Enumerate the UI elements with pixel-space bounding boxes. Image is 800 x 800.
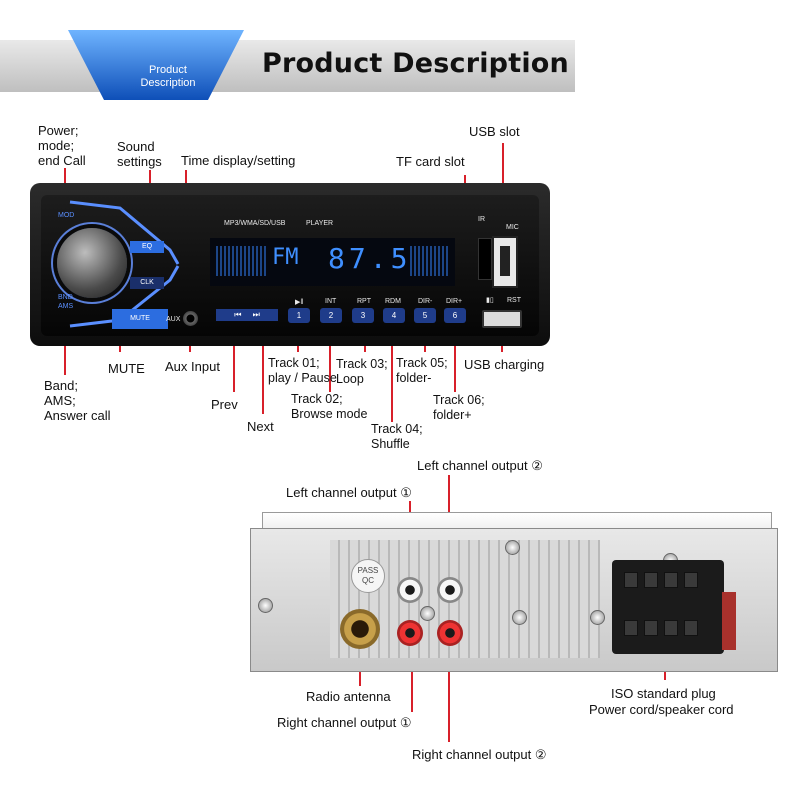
- label-right-channel-2: Right channel output ②: [412, 747, 547, 762]
- label-tf-card: TF card slot: [396, 154, 465, 169]
- usb-slot[interactable]: [492, 236, 518, 288]
- prev-next-button[interactable]: ⏮ ⏭: [216, 309, 278, 321]
- rca-left-2[interactable]: [437, 577, 463, 603]
- btn2-label: INT: [325, 298, 337, 305]
- header-tab-label: Product Description: [140, 64, 196, 89]
- player-text: PLAYER: [306, 220, 334, 227]
- label-track04: Track 04; Shuffle: [371, 422, 423, 451]
- aux-input-jack[interactable]: [183, 311, 198, 326]
- iso-pin: [624, 572, 638, 588]
- btn4-label: RDM: [385, 298, 401, 305]
- iso-pin: [624, 620, 638, 636]
- label-sound: Sound settings: [117, 139, 162, 169]
- iso-pin: [644, 620, 658, 636]
- label-time: Time display/setting: [181, 153, 296, 168]
- mod-button-label[interactable]: MOD: [58, 212, 75, 219]
- rca-right-1[interactable]: [397, 620, 423, 646]
- label-track05: Track 05; folder-: [396, 356, 448, 385]
- label-power: Power; mode; end Call: [38, 123, 86, 168]
- label-track03: Track 03; Loop: [336, 357, 388, 386]
- display-eq-bars-right: [410, 246, 450, 276]
- screw-center: [420, 606, 435, 621]
- label-track01: Track 01; play / Pause: [268, 356, 337, 385]
- format-text: MP3/WMA/SD/USB: [224, 220, 286, 227]
- display-eq-bars-left: [216, 246, 266, 276]
- label-iso-plug: ISO standard plug: [611, 686, 716, 701]
- btn3-label: RPT: [357, 298, 371, 305]
- label-radio-antenna: Radio antenna: [306, 689, 391, 704]
- screw-top: [505, 540, 520, 555]
- btn1-label: ▶‖: [295, 299, 304, 306]
- aux-label: AUX: [166, 316, 181, 323]
- display-frequency: 87.5: [328, 242, 412, 275]
- ams-button-label[interactable]: AMS: [58, 303, 74, 310]
- label-usb-charging: USB charging: [464, 357, 545, 372]
- usb-slot-port: [500, 246, 510, 276]
- label-next: Next: [247, 419, 274, 434]
- mic-label: MIC: [506, 224, 519, 231]
- label-left-channel-2: Left channel output ②: [417, 458, 543, 473]
- preset-button-1[interactable]: 1: [288, 308, 310, 323]
- ir-label: IR: [478, 216, 485, 223]
- iso-fuse: [722, 592, 736, 650]
- label-band: Band; AMS; Answer call: [44, 378, 111, 423]
- usb-charging-port[interactable]: [482, 310, 522, 328]
- display-band: FM: [272, 245, 299, 270]
- volume-knob[interactable]: [57, 228, 127, 298]
- btn5-label: DIR-: [418, 298, 433, 305]
- band-button-label[interactable]: BND: [58, 294, 73, 301]
- label-mute: MUTE: [108, 361, 145, 376]
- label-aux: Aux Input: [165, 359, 220, 374]
- iso-pin: [684, 620, 698, 636]
- page-title: Product Description: [262, 48, 569, 79]
- iso-pin: [684, 572, 698, 588]
- pass-qc-sticker: PASS QC: [351, 559, 385, 593]
- screw-mid: [512, 610, 527, 625]
- label-prev: Prev: [211, 397, 238, 412]
- iso-connector[interactable]: [612, 560, 724, 654]
- preset-button-4[interactable]: 4: [383, 308, 405, 323]
- btn6-label: DIR+: [446, 298, 463, 305]
- radio-antenna-socket[interactable]: [340, 609, 380, 649]
- screw-mid-right: [590, 610, 605, 625]
- battery-icon: ▮▯: [486, 297, 494, 304]
- label-track06: Track 06; folder+: [433, 393, 485, 422]
- label-usb-slot: USB slot: [469, 124, 520, 139]
- header-tab-shape: [68, 30, 244, 100]
- preset-button-2[interactable]: 2: [320, 308, 342, 323]
- preset-button-6[interactable]: 6: [444, 308, 466, 323]
- next-icon[interactable]: ⏭: [252, 310, 260, 319]
- label-power-cord: Power cord/speaker cord: [589, 702, 734, 717]
- rst-label: RST: [507, 297, 521, 304]
- label-track02: Track 02; Browse mode: [291, 392, 368, 421]
- iso-pin: [664, 572, 678, 588]
- eq-button[interactable]: EQ: [130, 241, 164, 253]
- label-left-channel-1: Left channel output ①: [286, 485, 412, 500]
- lcd-display: FM 87.5: [210, 238, 455, 286]
- label-right-channel-1: Right channel output ①: [277, 715, 412, 730]
- iso-pin: [644, 572, 658, 588]
- preset-button-3[interactable]: 3: [352, 308, 374, 323]
- mute-button[interactable]: MUTE: [112, 309, 168, 329]
- clk-button[interactable]: CLK: [130, 277, 164, 289]
- preset-button-5[interactable]: 5: [414, 308, 436, 323]
- tf-card-slot[interactable]: [478, 238, 492, 280]
- rca-left-1[interactable]: [397, 577, 423, 603]
- panel-blue-accent: [69, 200, 180, 328]
- screw-left: [258, 598, 273, 613]
- rca-right-2[interactable]: [437, 620, 463, 646]
- iso-pin: [664, 620, 678, 636]
- prev-icon[interactable]: ⏮: [234, 310, 242, 319]
